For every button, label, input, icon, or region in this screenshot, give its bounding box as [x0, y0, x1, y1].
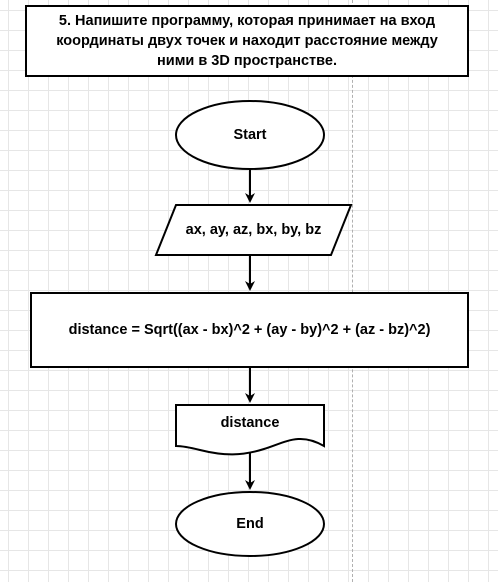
input-label: ax, ay, az, bx, by, bz [185, 222, 322, 238]
page-guide-line [352, 0, 353, 582]
task-title-text: 5. Напишите программу, которая принимает… [56, 13, 438, 69]
output-document-shape[interactable] [175, 404, 325, 456]
task-title-box[interactable]: 5. Напишите программу, которая принимает… [25, 5, 469, 77]
end-terminal-shape[interactable] [175, 491, 325, 557]
start-label: Start [233, 127, 267, 143]
output-label: distance [220, 415, 280, 431]
process-label: distance = Sqrt((ax - bx)^2 + (ay - by)^… [68, 322, 431, 338]
end-label: End [236, 516, 264, 532]
input-parallelogram-shape[interactable] [154, 204, 353, 256]
